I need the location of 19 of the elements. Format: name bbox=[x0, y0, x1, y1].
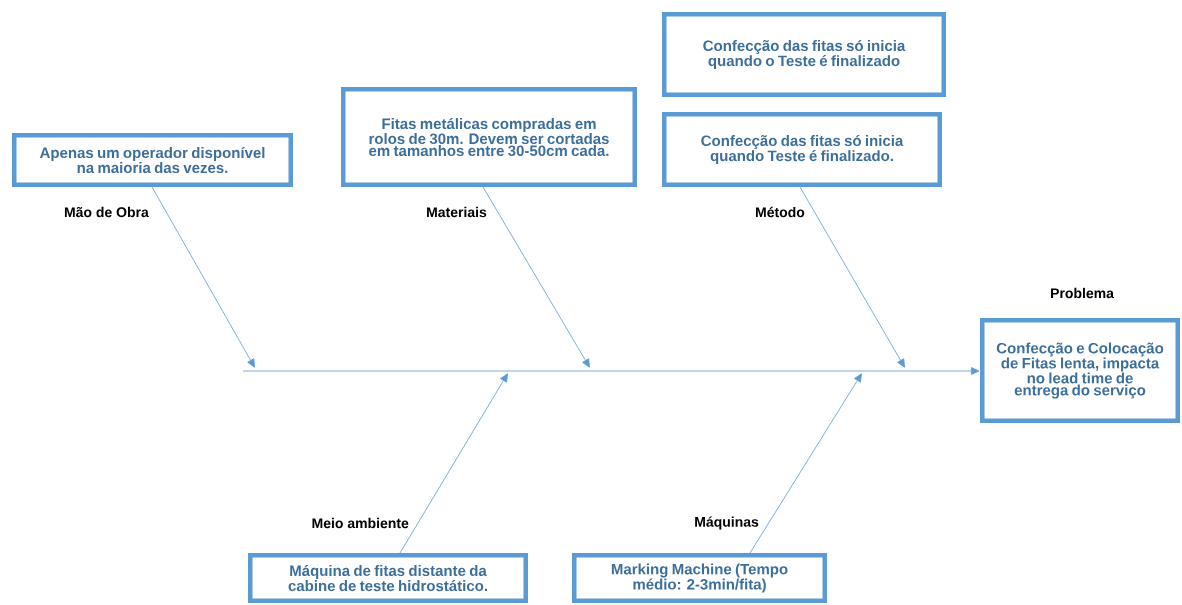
category-label: Máquinas bbox=[693, 515, 760, 531]
spine-arrow bbox=[242, 367, 980, 375]
bone-arrow bbox=[399, 373, 508, 554]
cause-box: Fitas metálicas compradas em rolos de 30m. Devem ser cortadas em tamanhos entre 30-50cm cada. bbox=[341, 87, 637, 187]
cause-box: Marking Machine (Tempo médio: 2-3min/fita) bbox=[572, 553, 827, 603]
bone-arrow bbox=[482, 186, 590, 368]
cause-box: Apenas um operador disponível na maioria das vezes. bbox=[12, 133, 293, 187]
category-label: Método bbox=[754, 205, 806, 219]
bone-arrow bbox=[749, 373, 862, 554]
bone-arrow bbox=[799, 186, 905, 368]
cause-box: Confecção das fitas só inicia quando o Teste é finalizado bbox=[662, 12, 946, 97]
category-label: Meio ambiente bbox=[310, 516, 410, 530]
category-label: Materiais bbox=[425, 205, 488, 219]
category-label: Mão de Obra bbox=[63, 205, 150, 219]
bone-arrow bbox=[151, 186, 255, 368]
cause-box: Confecção e Colocação de Fitas lenta, impacta no lead time de entrega do serviço bbox=[980, 318, 1180, 423]
cause-box: Confecção das fitas só inicia quando Teste é finalizado. bbox=[662, 112, 942, 187]
heading: Problema bbox=[1051, 287, 1114, 299]
cause-box: Máquina de fitas distante da cabine de teste hidrostático. bbox=[248, 553, 528, 603]
